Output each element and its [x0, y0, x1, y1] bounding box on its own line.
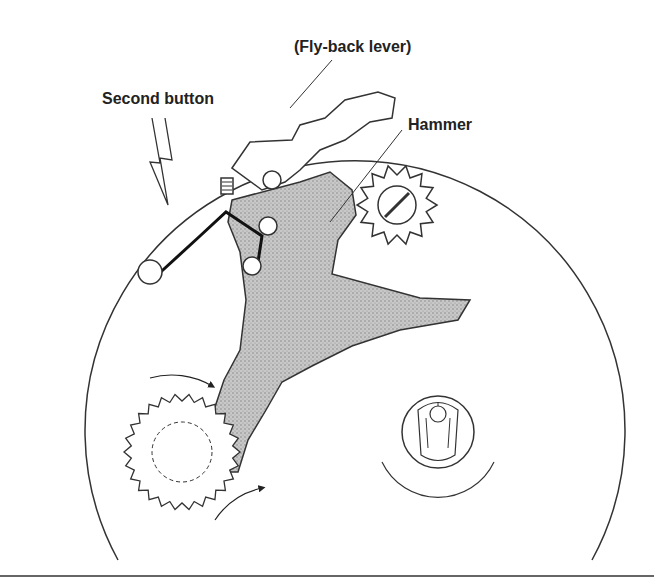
part-label: Second button	[100, 90, 216, 108]
pin	[263, 171, 281, 189]
heart-cam	[418, 403, 458, 461]
leader-line	[290, 60, 332, 108]
rule-line	[0, 575, 654, 577]
column-wheel-teeth	[357, 166, 437, 244]
pin	[259, 217, 277, 235]
hammer	[208, 172, 470, 472]
pin	[138, 260, 162, 284]
screw-head	[378, 186, 416, 224]
cam-detail	[426, 402, 450, 448]
gear-teeth	[124, 394, 240, 509]
hammer-spring	[152, 212, 262, 280]
cam-arc	[382, 462, 494, 497]
plate-outline	[85, 161, 625, 560]
push-arrow	[150, 118, 172, 205]
leader-line	[330, 130, 402, 222]
minute-cam	[402, 396, 474, 468]
rotation-arrow	[150, 375, 212, 386]
column-wheel	[357, 166, 437, 244]
rotation-arrow	[215, 488, 262, 520]
button-stem-rings	[222, 182, 232, 190]
gear-hub	[152, 422, 212, 482]
screw-slot	[385, 193, 409, 217]
centre-gear	[124, 394, 240, 509]
cam-pivot	[430, 406, 446, 422]
part-label: (Fly-back lever)	[292, 38, 413, 56]
pin	[243, 257, 261, 275]
button-stem	[221, 178, 233, 194]
part-label: Hammer	[406, 116, 474, 134]
fly-back-lever	[232, 92, 395, 190]
